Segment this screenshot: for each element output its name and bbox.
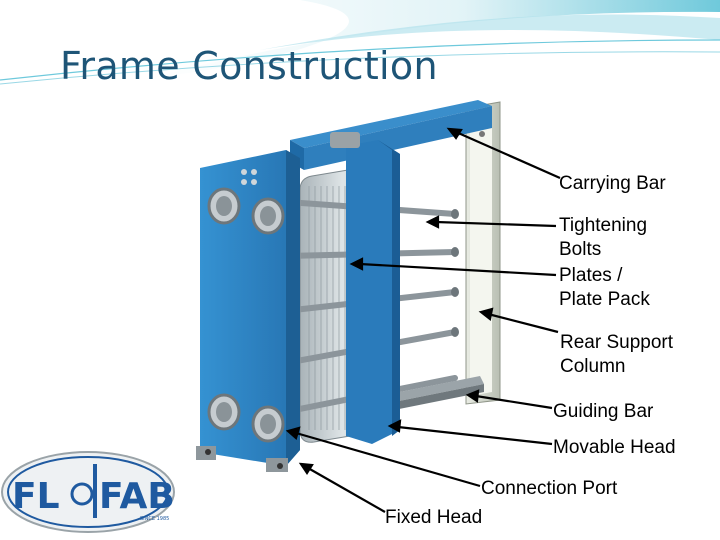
flofab-logo: FL FAB SINCE 1985 [1, 451, 175, 533]
header-swoosh [0, 0, 720, 85]
label-rear-support-column: Rear Support Column [560, 331, 673, 379]
label-guiding-bar: Guiding Bar [553, 401, 654, 422]
pointer-lines [285, 127, 561, 513]
logo-valve-icon [70, 482, 94, 506]
logo-left-text: FL [12, 476, 60, 517]
label-tightening-bolts-line1: Tightening [559, 215, 648, 236]
label-tightening-bolts: Tightening Bolts [559, 214, 647, 262]
slide-title: Frame Construction [60, 44, 438, 88]
logo-tagline: SINCE 1985 [140, 516, 169, 522]
label-connection-port: Connection Port [481, 478, 618, 499]
label-rear-support-line1: Rear Support [560, 332, 674, 353]
label-rear-support-line2: Column [560, 356, 626, 377]
label-carrying-bar: Carrying Bar [559, 173, 666, 194]
label-tightening-bolts-line2: Bolts [559, 239, 602, 260]
logo-right-text: FAB [99, 476, 175, 517]
rear-support-column [465, 101, 501, 405]
label-plates: Plates / Plate Pack [559, 264, 650, 312]
movable-head [330, 132, 400, 444]
label-movable-head: Movable Head [553, 437, 676, 458]
label-plates-line2: Plate Pack [559, 289, 650, 310]
fixed-head [196, 150, 300, 472]
label-plates-line1: Plates / [559, 265, 623, 286]
label-fixed-head: Fixed Head [385, 507, 483, 528]
connection-ports [207, 187, 285, 443]
